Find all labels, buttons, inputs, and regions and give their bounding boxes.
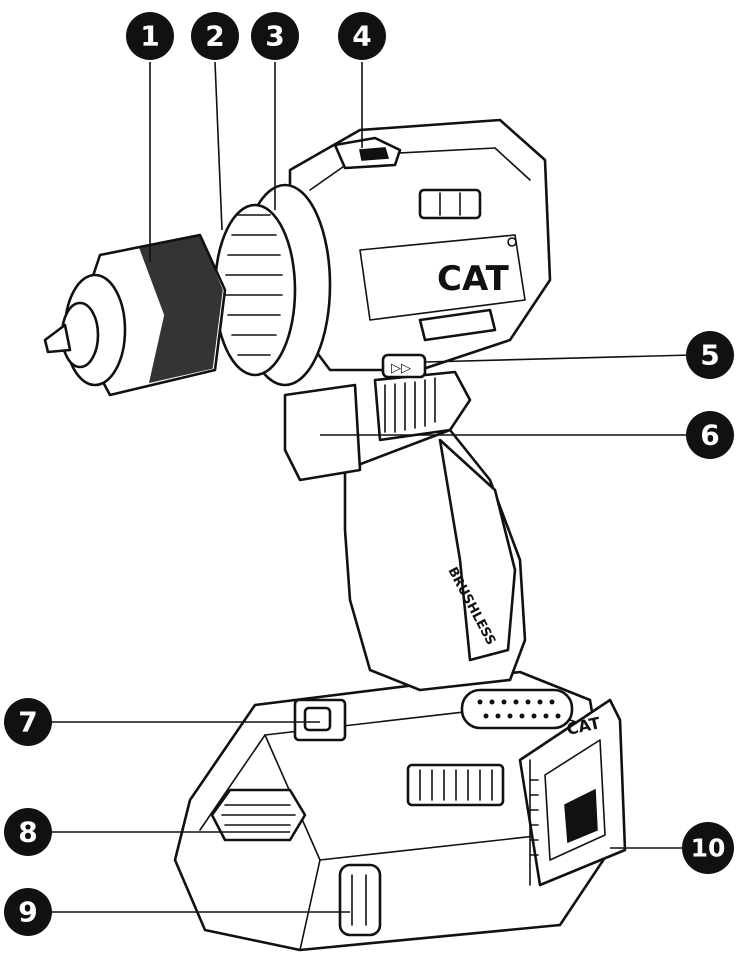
callout-8: 8 [4,808,52,856]
clip-ruler-ticks [529,779,539,856]
chuck [43,233,227,397]
callout-1-label: 1 [140,20,159,53]
callout-3: 3 [251,12,299,60]
motor-housing: CAT ▷▷ [288,118,552,379]
trigger-grip-lines [384,377,436,433]
callout-5: 5 [686,331,734,379]
leader-5 [424,354,693,363]
callout-6: 6 [686,411,734,459]
grip: BRUSHLESS [343,428,527,692]
battery-pack: CAT [173,670,627,952]
clutch-ridges [225,214,283,356]
callout-2-label: 2 [205,20,224,53]
callout-8-label: 8 [18,816,37,849]
battery-grille-dots [477,699,561,719]
callout-10-label: 10 [691,834,726,863]
leader-2 [214,61,223,231]
callout-1: 1 [126,12,174,60]
callout-2: 2 [191,12,239,60]
clutch-collar [213,183,332,387]
battery-vents [419,769,493,801]
callout-10: 10 [682,822,734,874]
leader-lines [40,61,693,913]
direction-symbol: ▷▷ [391,361,411,376]
callout-7: 7 [4,698,52,746]
head-cat-logo: CAT [437,259,510,299]
drill-illustration: CAT BRUSHLESS [43,118,627,952]
callout-9: 9 [4,888,52,936]
callout-6-label: 6 [700,419,719,452]
callout-5-label: 5 [700,339,719,372]
callout-4: 4 [338,12,386,60]
trigger [283,370,472,482]
callout-4-label: 4 [352,20,371,53]
callout-3-label: 3 [265,20,284,53]
callout-7-label: 7 [18,706,37,739]
callout-9-label: 9 [18,896,37,929]
